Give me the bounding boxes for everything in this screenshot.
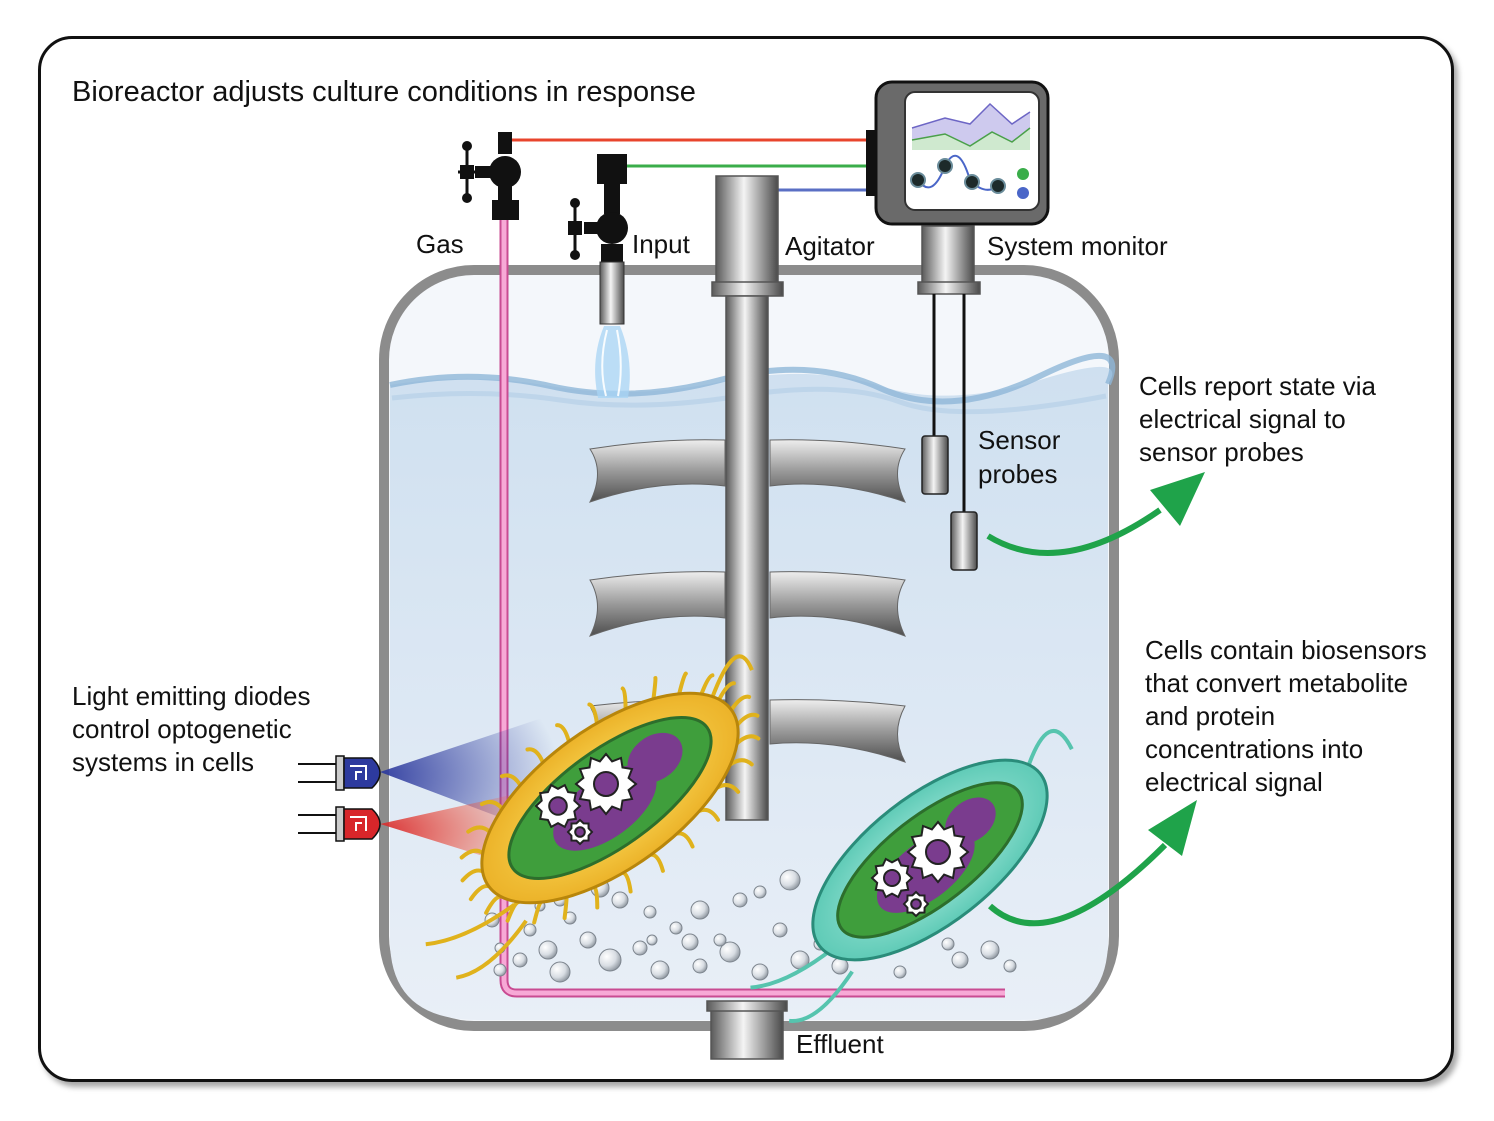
bubble <box>650 960 670 980</box>
gear-icon <box>902 890 930 918</box>
bubble <box>512 952 528 968</box>
bubble <box>941 937 955 951</box>
report-annotation-line: electrical signal to <box>1139 404 1346 434</box>
liquid-surface <box>389 352 1116 405</box>
gas-bubbles <box>484 869 1017 983</box>
led-annotation-line: Light emitting diodes <box>72 681 311 711</box>
system-monitor-label: System monitor <box>987 231 1168 261</box>
bubble <box>643 905 657 919</box>
bubble <box>598 948 622 972</box>
bubble <box>893 965 907 979</box>
agitator-blade <box>769 439 906 503</box>
bubble <box>713 933 727 947</box>
report-arrow <box>986 472 1205 556</box>
bubble <box>549 961 571 983</box>
bubble <box>669 921 683 935</box>
figure-title: Bioreactor adjusts culture conditions in… <box>72 76 696 108</box>
agitator <box>588 175 907 821</box>
sensor-probe <box>950 511 978 571</box>
gas-valve[interactable] <box>458 132 521 220</box>
gas-label: Gas <box>416 229 464 259</box>
agitator-blade <box>589 439 726 503</box>
report-annotation-line: Cells report state via <box>1139 371 1376 401</box>
bubble <box>753 885 767 899</box>
sensor-probes-label-line1: Sensor <box>978 425 1061 455</box>
bubble <box>1003 959 1017 973</box>
gear-icon <box>906 820 970 884</box>
blue-led[interactable] <box>298 755 381 791</box>
sensor-probes-label-line2: probes <box>978 459 1058 489</box>
led-annotation-line: systems in cells <box>72 747 255 777</box>
bubble <box>538 940 558 960</box>
biosensor-annotation-line: electrical signal <box>1145 767 1323 797</box>
sensor-probe <box>921 435 949 495</box>
bubble <box>579 931 597 949</box>
bubble <box>751 963 769 981</box>
led-annotation-line: control optogenetic <box>72 714 292 744</box>
report-annotation-line: sensor probes <box>1139 437 1304 467</box>
bubble <box>692 958 708 974</box>
bubble <box>951 951 969 969</box>
biosensor-arrow <box>987 800 1197 927</box>
effluent-label: Effluent <box>796 1029 884 1059</box>
biosensor-annotation-line: concentrations into <box>1145 734 1364 764</box>
effluent-pipe <box>706 1000 788 1060</box>
bubble <box>493 963 507 977</box>
agitator-blade <box>769 571 907 637</box>
agitator-blade <box>588 571 726 637</box>
biosensor-annotation-line: that convert metabolite <box>1145 668 1409 698</box>
bubble <box>690 900 710 920</box>
agitator-label: Agitator <box>785 231 875 261</box>
bubble <box>523 923 537 937</box>
gear-icon <box>566 818 594 846</box>
bubble <box>732 892 748 908</box>
input-valve[interactable] <box>568 154 630 398</box>
gear-icon <box>870 857 914 899</box>
bubble <box>772 922 788 938</box>
system-monitor[interactable] <box>866 80 1050 295</box>
biosensor-annotation-line: and protein <box>1145 701 1276 731</box>
red-led[interactable] <box>298 806 381 842</box>
gear-icon <box>534 752 970 918</box>
gear-icon <box>534 783 582 829</box>
biosensor-annotation-line: Cells contain biosensors <box>1145 635 1427 665</box>
bubble <box>719 941 741 963</box>
sensor-probes <box>921 294 978 571</box>
bubble <box>646 934 658 946</box>
gas-tube <box>499 215 1005 998</box>
bubble <box>779 869 801 891</box>
bubble <box>632 940 648 956</box>
agitator-blade <box>769 699 907 763</box>
input-label: Input <box>632 229 690 259</box>
gear-icon <box>574 752 638 816</box>
bubble <box>980 940 1000 960</box>
bubble <box>611 891 629 909</box>
bubble <box>681 933 699 951</box>
